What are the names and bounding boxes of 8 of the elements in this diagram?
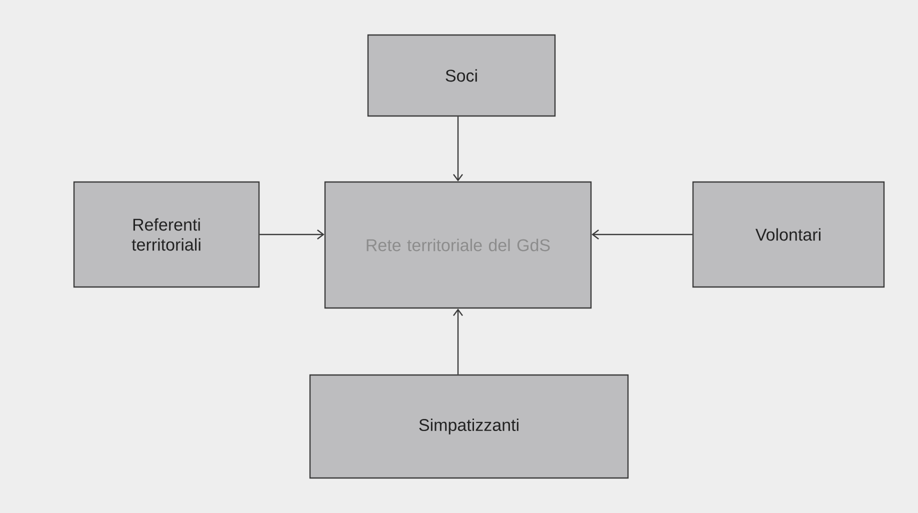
- box: Simpatizzanti: [309, 374, 629, 479]
- box: Volontari: [692, 181, 885, 288]
- arrow: [260, 230, 324, 240]
- box: Referenti territoriali: [73, 181, 260, 288]
- box: Soci: [367, 34, 556, 117]
- arrow: [453, 116, 463, 182]
- arrow: [453, 308, 463, 374]
- arrow: [592, 230, 692, 240]
